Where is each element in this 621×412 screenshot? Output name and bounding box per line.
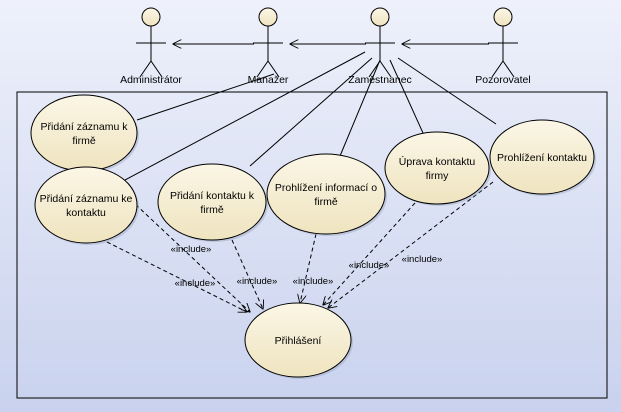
actor-head (141, 7, 161, 27)
actor-employee[interactable]: Zaměstnanec (348, 7, 412, 86)
actor-layer: Administrátor Manažer Zaměstnanec Pozorovat… (120, 7, 531, 86)
actor-label: Zaměstnanec (348, 74, 412, 86)
association-manager-uc_add_record_company (136, 73, 275, 121)
usecase-uc_add_contact_company[interactable]: Přidání kontaktu k firmě (157, 163, 268, 242)
usecase-ellipse[interactable] (244, 302, 352, 378)
usecase-label: firmy (426, 170, 449, 182)
include-label-uc_add_record_contact: «include» (175, 278, 216, 289)
usecase-ellipse[interactable] (30, 94, 138, 172)
include-uc_add_contact_company (231, 239, 263, 309)
usecase-ellipse[interactable] (384, 131, 490, 205)
actor-right-leg (267, 60, 280, 78)
usecase-ellipse[interactable] (489, 119, 595, 195)
usecase-label: kontaktu (66, 207, 106, 219)
usecase-label: firmě (314, 196, 337, 208)
actor-left-leg (491, 60, 504, 78)
usecase-ellipse[interactable] (34, 166, 138, 244)
actor-head (370, 7, 390, 27)
actor-manager[interactable]: Manažer (248, 7, 289, 86)
include-uc_view_company_info (300, 233, 317, 303)
usecase-ellipse[interactable] (157, 163, 267, 241)
usecase-label: Úprava kontaktu (399, 155, 476, 168)
usecase-label: Prohlížení informací o (275, 182, 377, 194)
actor-label: Pozorovatel (475, 74, 530, 86)
actor-head (493, 7, 513, 27)
actor-label: Administrátor (120, 74, 182, 86)
actor-left-leg (139, 60, 152, 78)
association-layer (124, 51, 497, 181)
usecase-label: Prohlížení kontaktu (497, 152, 587, 164)
include-label-uc_view_company_info: «include» (293, 276, 334, 287)
usecase-uc_view_company_info[interactable]: Prohlížení informací o firmě (266, 153, 387, 236)
include-label-uc_edit_company_contact: «include» (349, 260, 390, 271)
include-layer: «include» «include» «include» «include» «inc… (99, 170, 494, 312)
actor-right-leg (150, 60, 163, 78)
actor-label: Manažer (248, 74, 289, 86)
usecase-label: Přidání záznamu ke (40, 193, 133, 205)
actor-right-leg (379, 60, 392, 78)
usecase-label: firmě (200, 204, 223, 216)
association-employee-uc_view_company_info (339, 59, 381, 157)
include-uc_edit_company_contact (323, 202, 416, 305)
usecase-label: Přihlášení (275, 335, 322, 347)
usecase-ellipse[interactable] (266, 153, 386, 235)
association-employee-uc_add_contact_company (249, 57, 373, 167)
actor-right-leg (502, 60, 515, 78)
usecase-uc_view_contact[interactable]: Prohlížení kontaktu (489, 119, 596, 196)
include-label-uc_add_record_company: «include» (171, 244, 212, 255)
actor-head (258, 7, 278, 27)
usecase-uc_add_record_company[interactable]: Přidání záznamu k firmě (30, 94, 139, 173)
include-label-uc_add_contact_company: «include» (237, 276, 278, 287)
usecase-label: Přidání kontaktu k (170, 190, 255, 202)
usecase-uc_login[interactable]: Přihlášení (244, 302, 353, 379)
actor-observer[interactable]: Pozorovatel (475, 7, 531, 86)
usecase-label: firmě (72, 135, 95, 147)
usecase-uc_edit_company_contact[interactable]: Úprava kontaktu firmy (384, 131, 491, 206)
actor-administrator[interactable]: Administrátor (120, 7, 182, 86)
actor-left-leg (256, 60, 269, 78)
association-employee-uc_edit_company_contact (389, 59, 424, 134)
usecase-uc_add_record_contact[interactable]: Přidání záznamu ke kontaktu (34, 166, 139, 245)
system-boundary (16, 91, 608, 399)
usecase-label: Přidání záznamu k (41, 121, 129, 133)
include-uc_add_record_company (99, 170, 250, 312)
actor-left-leg (368, 60, 381, 78)
association-employee-uc_view_contact (397, 57, 497, 125)
include-label-uc_view_contact: «include» (402, 254, 443, 265)
include-uc_add_record_contact (106, 241, 247, 312)
association-employee-uc_add_record_contact (124, 51, 366, 181)
